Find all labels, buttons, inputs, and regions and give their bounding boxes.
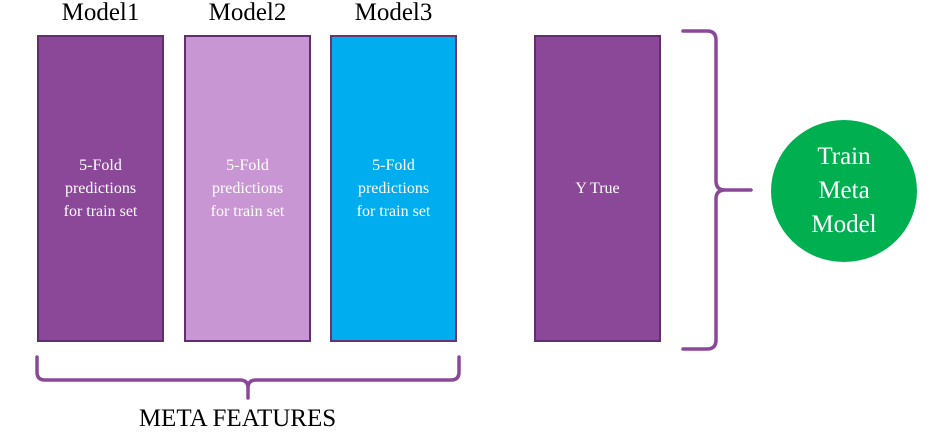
model1-box: 5-Fold predictions for train set <box>37 35 164 342</box>
y-true-box: Y True <box>534 35 661 342</box>
model3-box-text: 5-Fold predictions for train set <box>332 154 455 223</box>
model3-title: Model3 <box>354 0 433 26</box>
model3-box: 5-Fold predictions for train set <box>330 35 457 342</box>
train-meta-model-text: Train Meta Model <box>811 140 876 242</box>
model2-box-text: 5-Fold predictions for train set <box>186 154 309 223</box>
model2-title: Model2 <box>208 0 287 26</box>
model1-title: Model1 <box>61 0 140 26</box>
meta-features-label: META FEATURES <box>138 405 337 432</box>
model2-line3: for train set <box>210 203 285 220</box>
model1-box-text: 5-Fold predictions for train set <box>39 154 162 223</box>
model1-line3: for train set <box>63 203 138 220</box>
model1-line1: 5-Fold <box>79 157 122 174</box>
target-brace <box>681 29 753 351</box>
train-meta-model-circle: Train Meta Model <box>771 120 917 262</box>
model2-line1: 5-Fold <box>226 157 269 174</box>
model3-line2: predictions <box>357 180 430 197</box>
meta-model-line2: Meta <box>818 177 870 204</box>
meta-model-line1: Train <box>817 143 871 170</box>
y-true-label: Y True <box>575 180 620 197</box>
model1-line2: predictions <box>64 180 137 197</box>
meta-model-line3: Model <box>811 211 877 238</box>
model3-line1: 5-Fold <box>372 157 415 174</box>
model2-line2: predictions <box>211 180 284 197</box>
model2-box: 5-Fold predictions for train set <box>184 35 311 342</box>
model3-line3: for train set <box>356 203 431 220</box>
meta-features-brace <box>35 355 461 400</box>
